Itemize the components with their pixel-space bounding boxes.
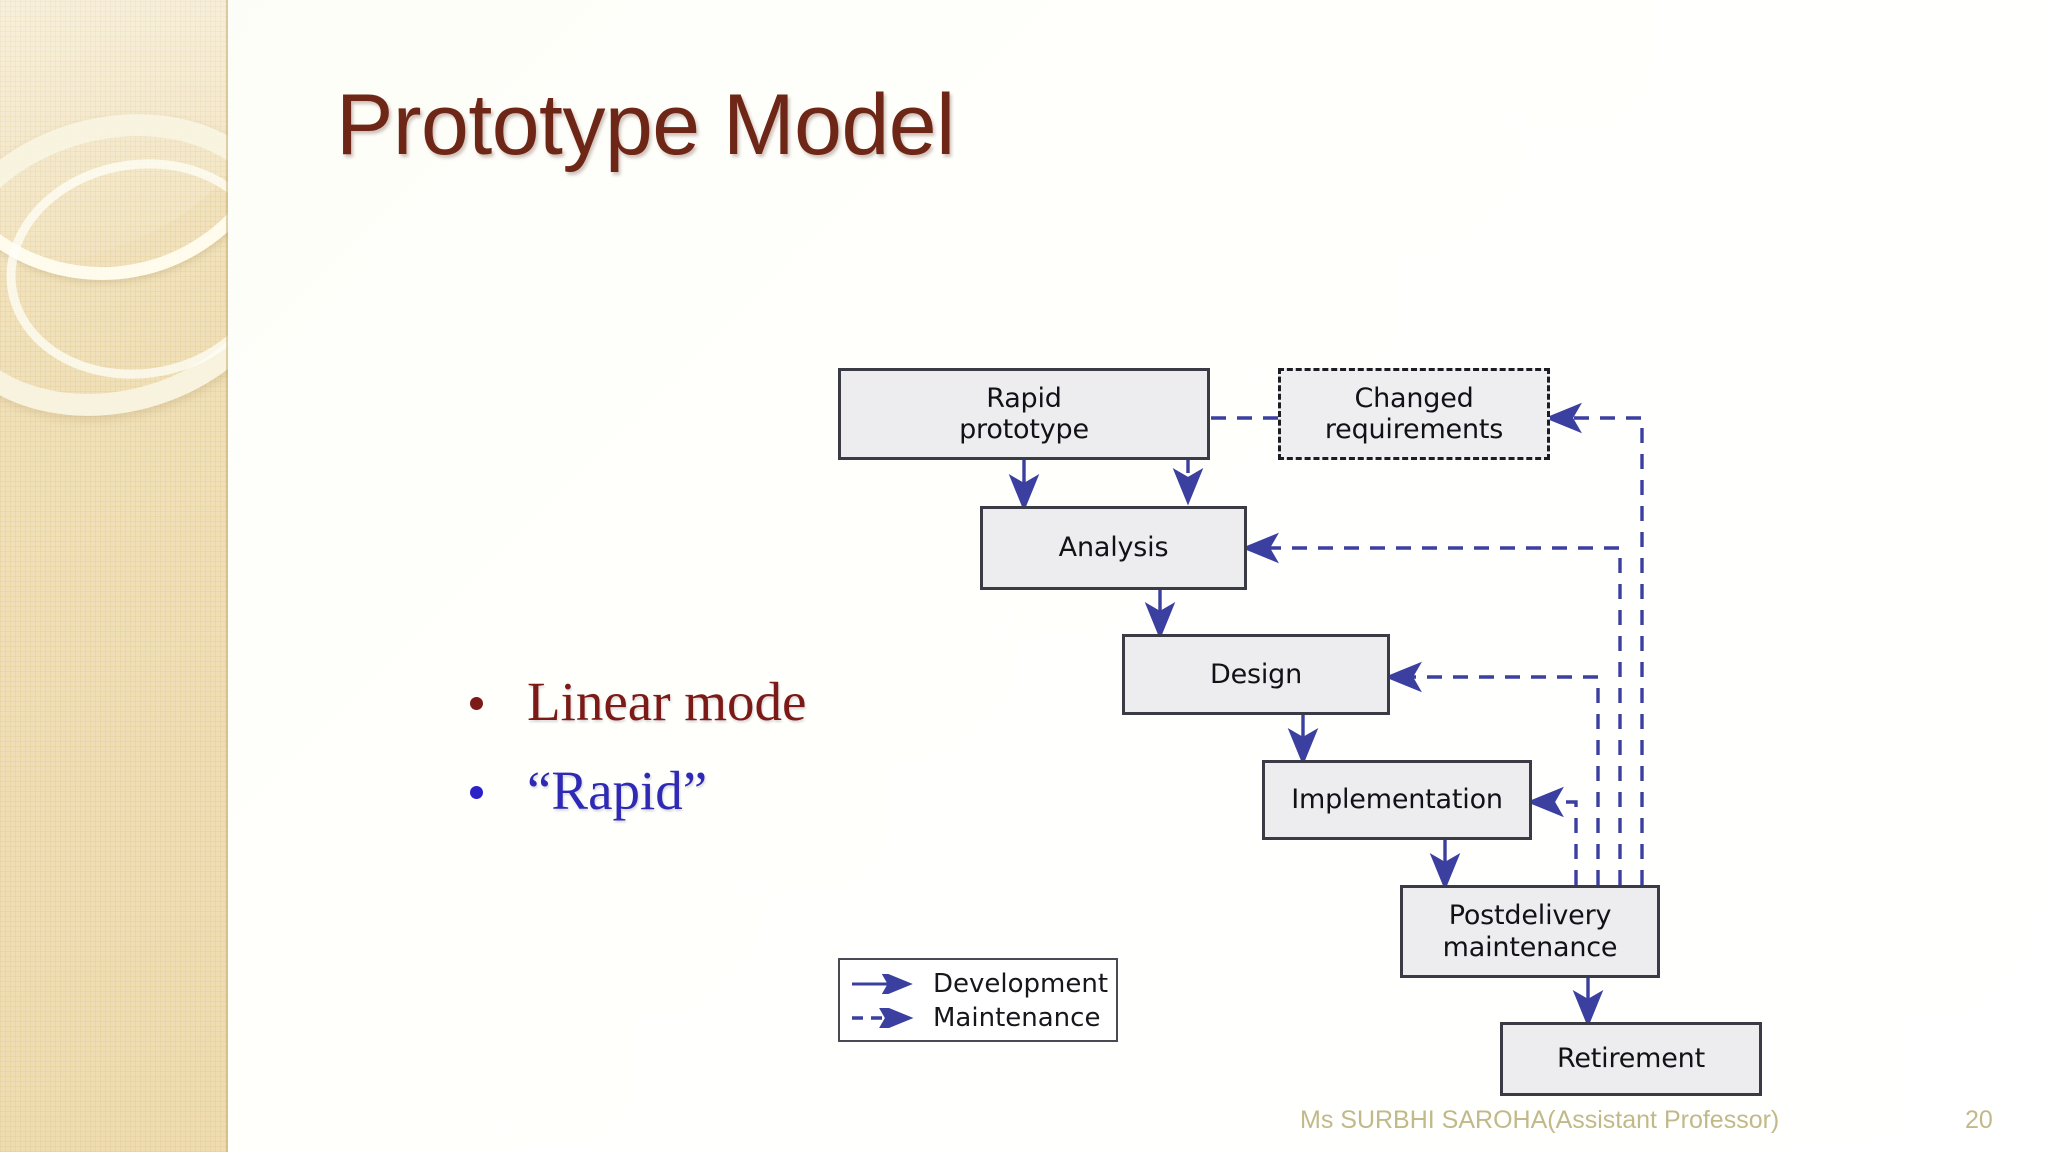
diagram-legend: Development Maintenance [838, 958, 1118, 1042]
diagram-node-rapid-prototype: Rapid prototype [838, 368, 1210, 460]
edge-postdelivery-to-design [1384, 661, 1600, 885]
legend-label: Development [933, 969, 1109, 999]
diagram-node-design: Design [1122, 634, 1390, 715]
footer-attribution: Ms SURBHI SAROHA(Assistant Professor) [1300, 1106, 1780, 1134]
node-label: Implementation [1291, 784, 1503, 816]
diagram-node-postdelivery-maintenance: Postdelivery maintenance [1400, 885, 1660, 978]
bullet-text: Linear mode [527, 671, 807, 732]
node-label-line-2: prototype [959, 414, 1089, 445]
edge-postdelivery-to-changed-requirements [1544, 402, 1644, 885]
dashed-arrow-icon [852, 1008, 914, 1028]
node-label-line-1: Changed [1354, 382, 1474, 414]
node-label-line-1: Rapid [986, 382, 1062, 414]
node-label: Design [1209, 658, 1303, 690]
page-title: Prototype Model [336, 77, 955, 173]
bullet-dot-icon [470, 785, 483, 799]
sidebar-right-edge [226, 0, 228, 1152]
slide-number: 20 [1965, 1106, 1993, 1134]
legend-label: Maintenance [933, 1003, 1101, 1033]
node-label-line-2: maintenance [1442, 931, 1618, 963]
edge-postdelivery-to-analysis [1241, 532, 1622, 885]
legend-item-development: Development [850, 967, 1116, 1001]
diagram-node-retirement: Retirement [1500, 1022, 1762, 1096]
diagram-node-changed-requirements: Changed requirements [1278, 368, 1550, 460]
prototype-model-lifecycle-diagram: Rapid prototype Changed requirements Ana… [820, 340, 1780, 1100]
node-label-line-2: requirements [1324, 414, 1504, 445]
sidebar-top-wash [0, 0, 228, 270]
edge-postdelivery-to-implementation [1526, 786, 1578, 885]
node-label: Analysis [1058, 532, 1169, 564]
bullet-dot-icon [470, 697, 483, 710]
diagram-node-implementation: Implementation [1262, 760, 1532, 840]
slide-decoration-sidebar [0, 0, 228, 1152]
node-label: Retirement [1557, 1043, 1705, 1075]
solid-arrow-icon [852, 974, 913, 994]
bullet-text: “Rapid” [527, 759, 708, 821]
list-item: Linear mode [470, 671, 807, 733]
list-item: “Rapid” [470, 759, 806, 822]
bullet-list: Linear mode “Rapid” [470, 671, 807, 849]
legend-item-maintenance: Maintenance [850, 1001, 1116, 1035]
diagram-node-analysis: Analysis [980, 506, 1247, 590]
node-label-line-1: Postdelivery [1448, 900, 1612, 932]
